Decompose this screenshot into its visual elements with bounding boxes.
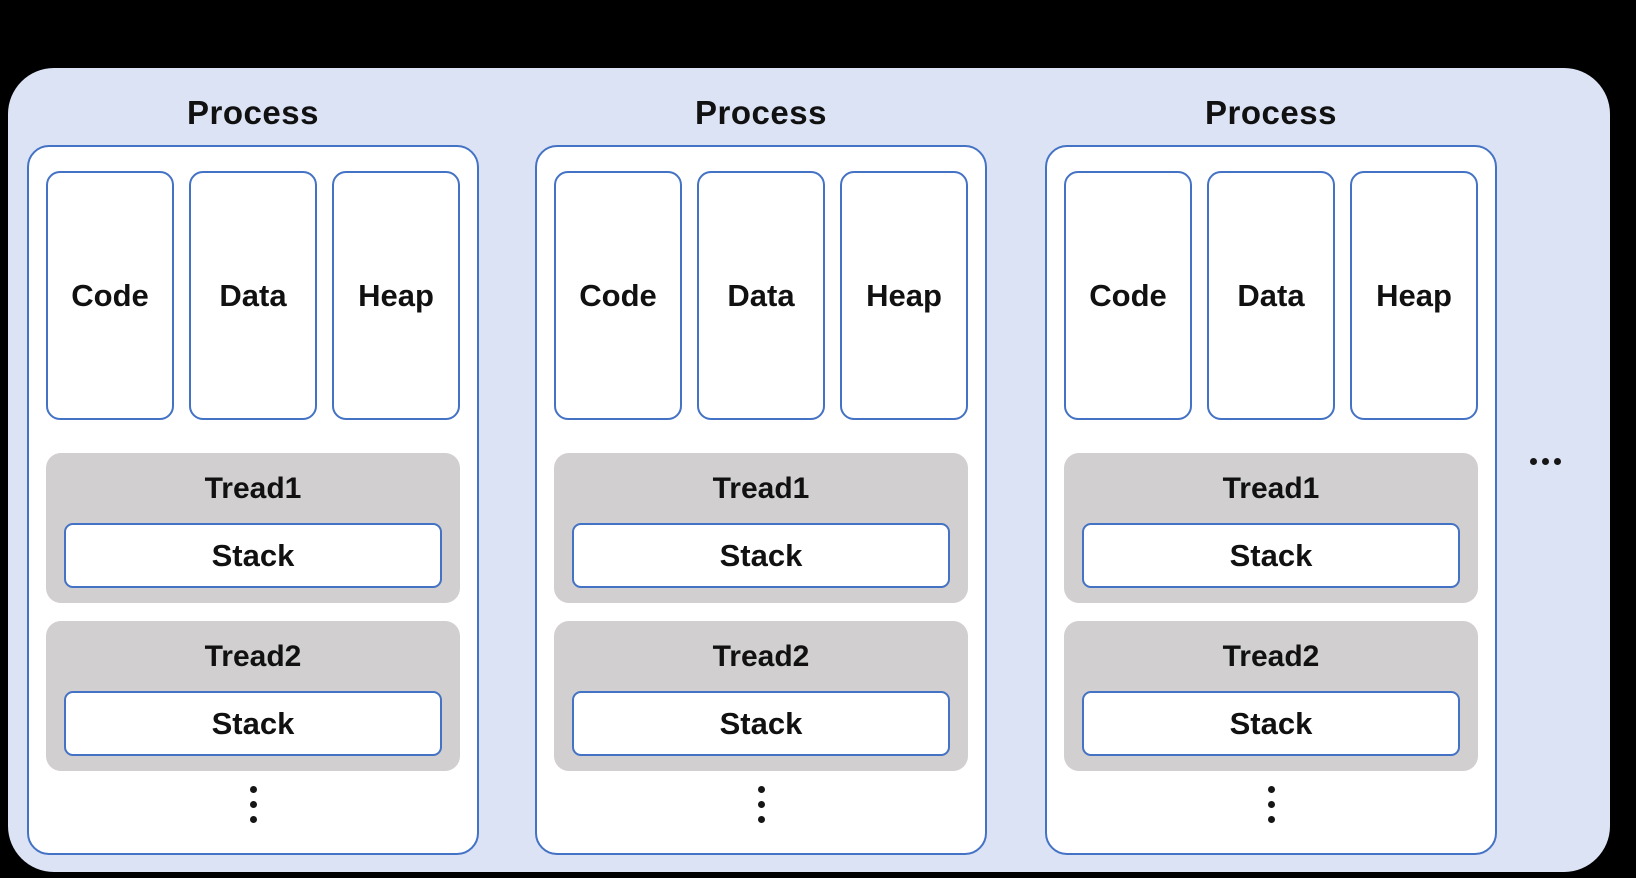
thread-group-2: Tread2 Stack (554, 621, 968, 771)
more-threads-ellipsis-icon (46, 786, 460, 823)
memory-block-code: Code (46, 171, 174, 420)
more-threads-ellipsis-icon (554, 786, 968, 823)
stack-box: Stack (64, 523, 442, 588)
process-column-1: Process Code Data Heap Tread1 Stack Trea… (27, 94, 479, 855)
processes-panel: Process Code Data Heap Tread1 Stack Trea… (8, 68, 1610, 872)
stack-box: Stack (572, 691, 950, 756)
more-threads-ellipsis-icon (1064, 786, 1478, 823)
memory-block-data: Data (189, 171, 317, 420)
ellipsis-dot (757, 816, 765, 823)
stack-box: Stack (1082, 523, 1460, 588)
memory-blocks-row: Code Data Heap (554, 171, 968, 420)
memory-block-heap: Heap (1350, 171, 1478, 420)
ellipsis-dot (1542, 458, 1549, 465)
thread-title: Tread1 (712, 472, 810, 505)
thread-group-1: Tread1 Stack (1064, 453, 1478, 603)
thread-group-2: Tread2 Stack (1064, 621, 1478, 771)
process-box: Code Data Heap Tread1 Stack Tread2 Stack (535, 145, 987, 855)
process-title: Process (695, 94, 827, 131)
thread-title: Tread2 (1222, 640, 1320, 673)
thread-title: Tread1 (1222, 472, 1320, 505)
thread-title: Tread1 (204, 472, 302, 505)
memory-block-code: Code (1064, 171, 1192, 420)
ellipsis-dot (249, 816, 257, 823)
memory-block-code: Code (554, 171, 682, 420)
memory-block-data: Data (697, 171, 825, 420)
thread-title: Tread2 (712, 640, 810, 673)
ellipsis-dot (1267, 786, 1275, 793)
ellipsis-dot (1554, 458, 1561, 465)
stack-box: Stack (572, 523, 950, 588)
thread-group-1: Tread1 Stack (46, 453, 460, 603)
process-title: Process (187, 94, 319, 131)
memory-block-heap: Heap (840, 171, 968, 420)
memory-blocks-row: Code Data Heap (46, 171, 460, 420)
thread-group-1: Tread1 Stack (554, 453, 968, 603)
ellipsis-dot (249, 786, 257, 793)
more-processes-ellipsis-icon (1530, 458, 1561, 465)
memory-block-data: Data (1207, 171, 1335, 420)
ellipsis-dot (1530, 458, 1537, 465)
process-box: Code Data Heap Tread1 Stack Tread2 Stack (1045, 145, 1497, 855)
stack-box: Stack (64, 691, 442, 756)
thread-title: Tread2 (204, 640, 302, 673)
ellipsis-dot (1267, 801, 1275, 808)
stack-box: Stack (1082, 691, 1460, 756)
ellipsis-dot (757, 801, 765, 808)
process-column-2: Process Code Data Heap Tread1 Stack Trea… (535, 94, 987, 855)
thread-group-2: Tread2 Stack (46, 621, 460, 771)
process-title: Process (1205, 94, 1337, 131)
ellipsis-dot (757, 786, 765, 793)
ellipsis-dot (249, 801, 257, 808)
memory-block-heap: Heap (332, 171, 460, 420)
process-box: Code Data Heap Tread1 Stack Tread2 Stack (27, 145, 479, 855)
ellipsis-dot (1267, 816, 1275, 823)
process-column-3: Process Code Data Heap Tread1 Stack Trea… (1045, 94, 1497, 855)
memory-blocks-row: Code Data Heap (1064, 171, 1478, 420)
